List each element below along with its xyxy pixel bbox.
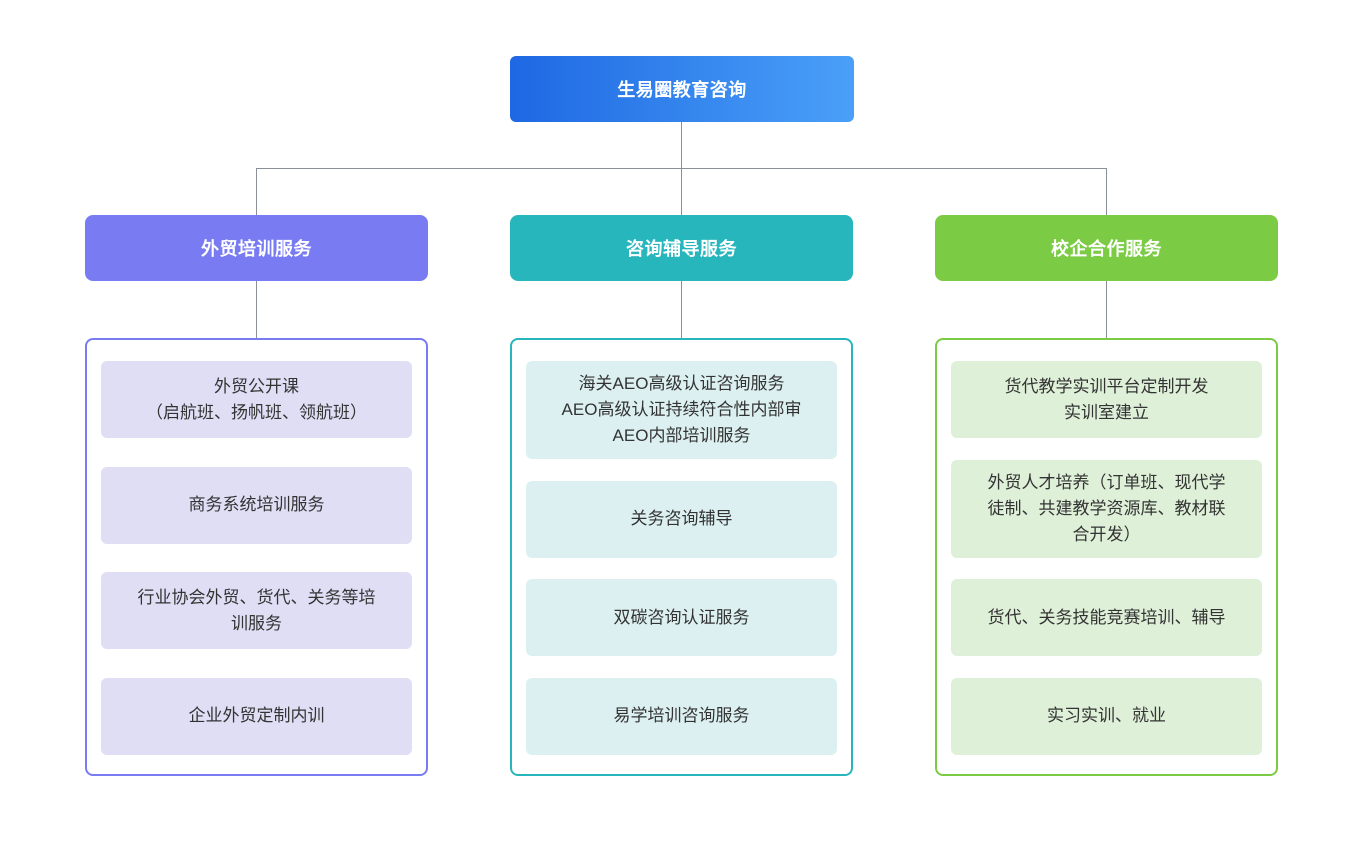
branch-header-label: 外贸培训服务 [201,239,312,259]
branch-header-label: 校企合作服务 [1051,239,1162,259]
service-item: 实习实训、就业 [951,677,1262,755]
service-item: 海关AEO高级认证咨询服务 AEO高级认证持续符合性内部审 AEO内部培训服务 [526,361,837,459]
service-item-label: 行业协会外贸、货代、关务等培训服务 [137,587,376,633]
service-item-label: 企业外贸定制内训 [188,706,325,726]
service-item: 货代教学实训平台定制开发 实训室建立 [951,361,1262,438]
connector-stem-left [256,281,257,338]
service-item: 易学培训咨询服务 [526,677,837,755]
branch-header-trade-training: 外贸培训服务 [85,215,428,281]
service-item: 双碳咨询认证服务 [526,579,837,657]
service-item-label: 货代教学实训平台定制开发 实训室建立 [1004,376,1209,422]
connector-root-trunk [681,122,682,168]
branch-header-consulting: 咨询辅导服务 [510,215,853,281]
service-item-label: 外贸公开课 （启航班、扬帆班、领航班） [146,376,367,422]
service-item: 行业协会外贸、货代、关务等培训服务 [101,572,412,650]
service-item-label: 商务系统培训服务 [188,495,325,515]
service-item: 外贸公开课 （启航班、扬帆班、领航班） [101,361,412,438]
branch-group-trade-training: 外贸公开课 （启航班、扬帆班、领航班） 商务系统培训服务 行业协会外贸、货代、关… [85,338,428,776]
connector-drop-left [256,168,257,215]
branch-group-school-enterprise: 货代教学实训平台定制开发 实训室建立 外贸人才培养（订单班、现代学徒制、共建教学… [935,338,1278,776]
branch-header-label: 咨询辅导服务 [626,239,737,259]
service-item: 外贸人才培养（订单班、现代学徒制、共建教学资源库、教材联合开发） [951,459,1262,558]
service-item-label: 货代、关务技能竞赛培训、辅导 [987,607,1226,627]
service-item: 企业外贸定制内训 [101,677,412,755]
service-item-label: 外贸人才培养（订单班、现代学徒制、共建教学资源库、教材联合开发） [987,472,1226,544]
service-item-label: 双碳咨询认证服务 [613,607,750,627]
service-item: 商务系统培训服务 [101,466,412,544]
connector-drop-right [1106,168,1107,215]
root-node-label: 生易圈教育咨询 [617,80,747,100]
service-item-label: 易学培训咨询服务 [613,706,750,726]
branch-header-school-enterprise: 校企合作服务 [935,215,1278,281]
connector-drop-center [681,168,682,215]
connector-stem-center [681,281,682,338]
service-item: 关务咨询辅导 [526,480,837,558]
service-item-label: 关务咨询辅导 [630,509,733,529]
root-node: 生易圈教育咨询 [510,56,854,122]
service-item-label: 海关AEO高级认证咨询服务 AEO高级认证持续符合性内部审 AEO内部培训服务 [561,374,802,445]
service-item: 货代、关务技能竞赛培训、辅导 [951,579,1262,657]
connector-stem-right [1106,281,1107,338]
service-item-label: 实习实训、就业 [1047,706,1166,726]
branch-group-consulting: 海关AEO高级认证咨询服务 AEO高级认证持续符合性内部审 AEO内部培训服务 … [510,338,853,776]
